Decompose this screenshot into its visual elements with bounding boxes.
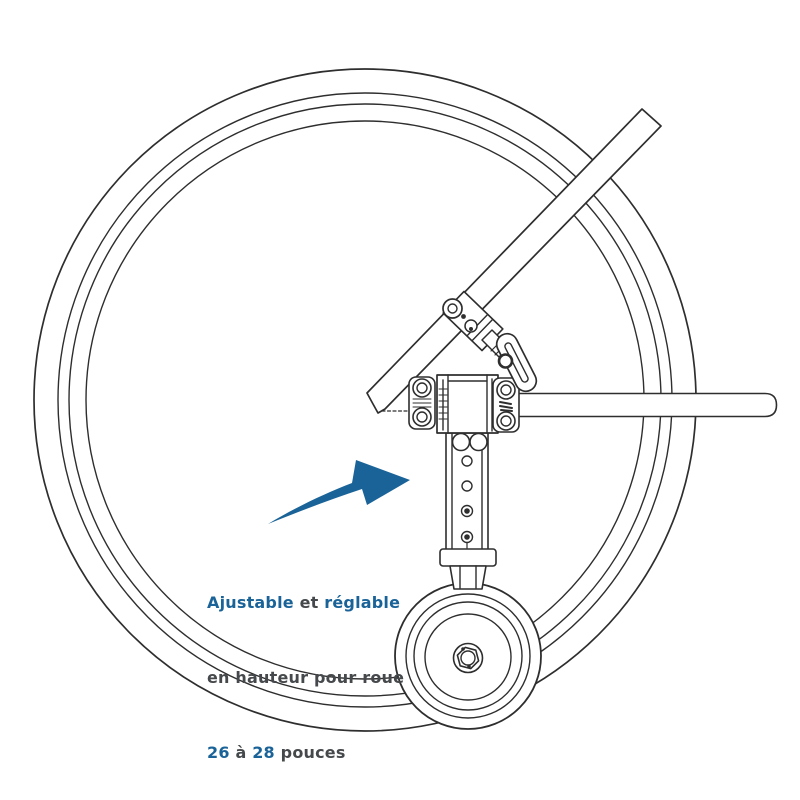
caption-line-2: en hauteur pour roue bbox=[207, 665, 404, 690]
slotted-adjuster-arm bbox=[495, 332, 538, 393]
left-plate-hatching bbox=[412, 398, 432, 408]
tube-bolt-right bbox=[469, 432, 488, 452]
seat-stay-outline bbox=[366, 108, 662, 414]
right-plate-serration bbox=[499, 401, 513, 412]
hub-ring bbox=[452, 642, 484, 674]
upper-clamp-collar bbox=[442, 290, 510, 359]
inner-fork bbox=[449, 565, 487, 590]
clamp-block-body bbox=[436, 374, 499, 434]
chain-stay-outline bbox=[499, 392, 778, 418]
trainer-disc bbox=[424, 613, 512, 701]
caption-word-pouces: pouces bbox=[274, 743, 346, 762]
hub-shade-dot-bottom bbox=[467, 664, 471, 669]
axle-hex-nut bbox=[456, 646, 480, 670]
adjust-hole-4-pin bbox=[464, 534, 470, 540]
pointer-arrow-icon bbox=[268, 460, 410, 524]
caption-sep-et: et bbox=[293, 593, 325, 612]
adjustment-holes bbox=[460, 455, 474, 549]
caption-word-ajustable: Ajustable bbox=[207, 593, 294, 612]
caption-size-28: 28 bbox=[252, 743, 275, 762]
caption-line-3: 26 à 28 pouces bbox=[207, 740, 404, 765]
tube-bolt-left bbox=[451, 432, 471, 452]
caption-sep-a: à bbox=[229, 743, 253, 762]
collar-shade-blob bbox=[461, 314, 466, 319]
adjust-hole-1 bbox=[461, 455, 473, 467]
collar-eye-hole bbox=[447, 303, 458, 314]
chain-stay-tube bbox=[499, 392, 778, 418]
collar-bolt-dot bbox=[469, 327, 473, 331]
caption: Ajustable et réglable en hauteur pour ro… bbox=[207, 540, 404, 790]
hub-shade-dot-top bbox=[461, 647, 465, 651]
caption-word-reglable: réglable bbox=[324, 593, 401, 612]
height-adjust-tube bbox=[439, 432, 497, 590]
adjuster-slot-bolt bbox=[497, 353, 514, 369]
block-jaw-hatching bbox=[438, 388, 448, 420]
right-plate-bolt-top-hole bbox=[500, 384, 512, 396]
trainer-tire-outer bbox=[394, 582, 542, 730]
adjust-hole-2 bbox=[461, 480, 473, 492]
adjust-hole-3-pin bbox=[464, 508, 470, 514]
right-plate-bolt-bottom-hole bbox=[500, 415, 512, 427]
trainer-rim bbox=[413, 601, 523, 711]
seat-stay-tube bbox=[366, 108, 662, 414]
axle-center bbox=[460, 650, 476, 666]
tube-collar bbox=[439, 548, 497, 567]
adjuster-arm-slot bbox=[504, 342, 529, 383]
right-clamp-plate bbox=[492, 377, 520, 433]
trainer-tire-inner bbox=[405, 593, 531, 719]
trainer-wheel bbox=[394, 582, 542, 730]
caption-size-26: 26 bbox=[207, 743, 230, 762]
caption-line-1: Ajustable et réglable bbox=[207, 590, 404, 615]
collar-bolt bbox=[464, 319, 478, 333]
clamp-block bbox=[436, 374, 499, 434]
caption-line-2-text: en hauteur pour roue bbox=[207, 668, 405, 687]
left-plate-bolt-top-hole bbox=[416, 382, 428, 394]
trainer-hub bbox=[452, 642, 484, 674]
collar-segment-line-2 bbox=[471, 319, 493, 341]
left-plate-bolt-bottom-hole bbox=[416, 411, 428, 423]
left-clamp-plate bbox=[408, 376, 436, 430]
